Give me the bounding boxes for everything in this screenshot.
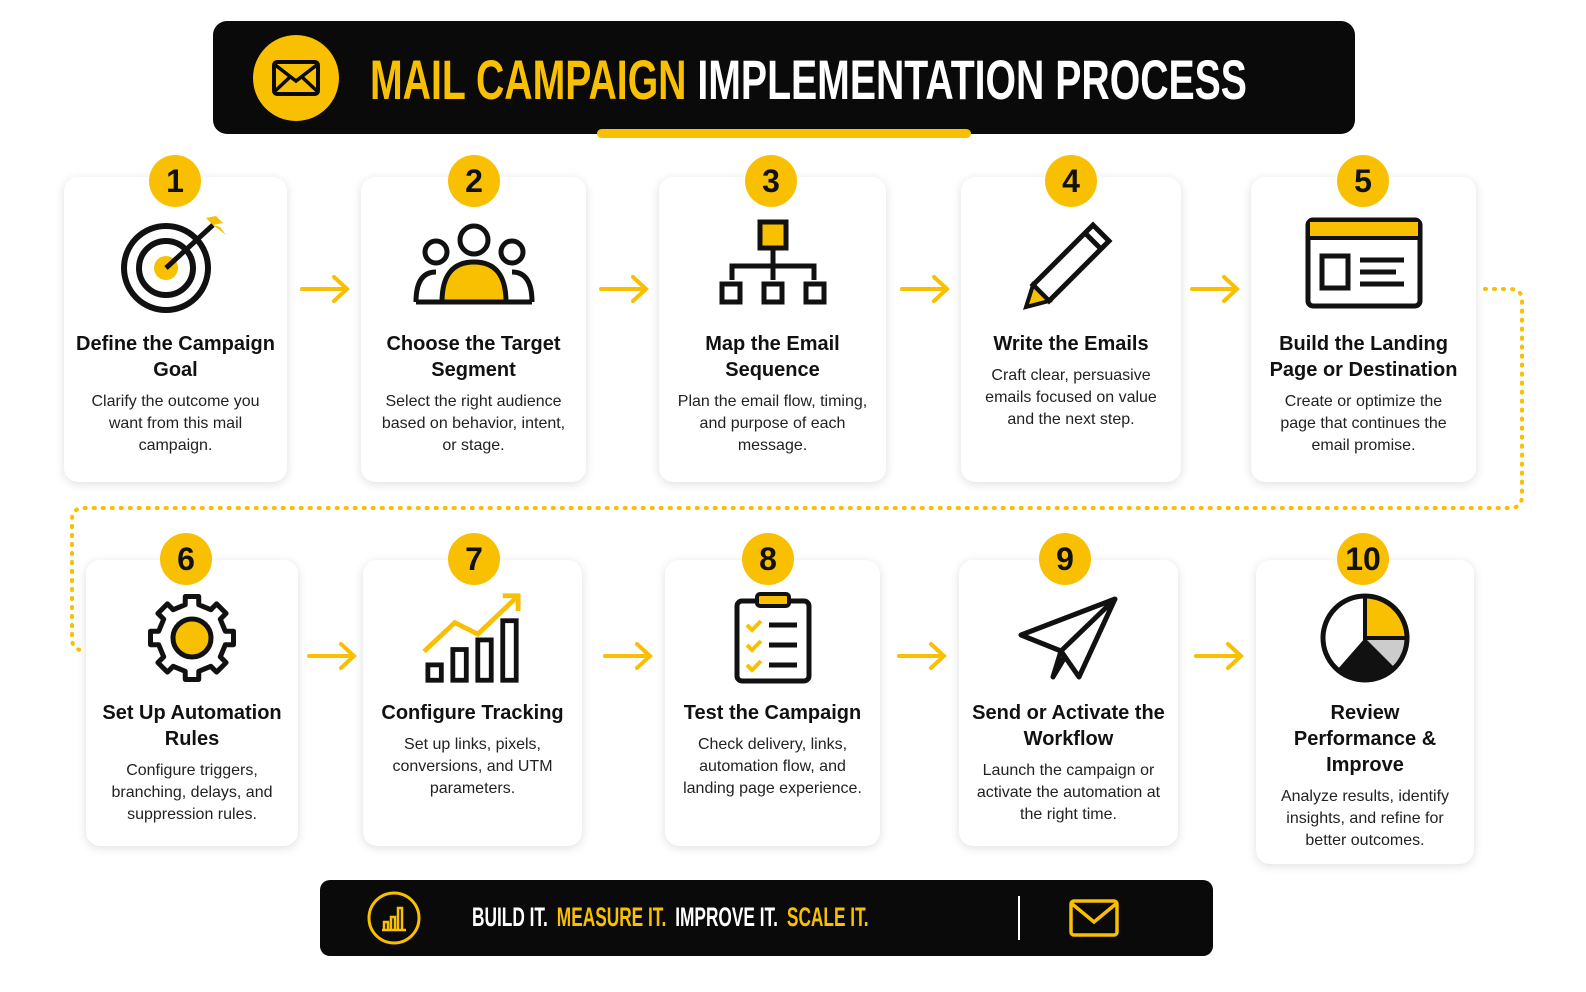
pencil-icon (961, 213, 1181, 313)
arrow-right-icon (1194, 642, 1244, 670)
step-title: Test the Campaign (683, 702, 862, 724)
arrow-right-icon (900, 275, 950, 303)
arrow-right-icon (307, 642, 357, 670)
step-number-badge: 3 (745, 155, 797, 207)
step-title: Send or Activate the Workflow (972, 702, 1165, 750)
step-description: Analyze results, identify insights, and … (1280, 788, 1450, 849)
step-description: Launch the campaign or activate the auto… (976, 762, 1161, 823)
step-number-badge: 10 (1337, 533, 1389, 585)
title-underline (597, 129, 971, 138)
step-description: Select the right audience based on behav… (381, 393, 566, 454)
growth-chart-icon (363, 590, 582, 686)
divider (1018, 896, 1020, 940)
page-title: MAIL CAMPAIGN IMPLEMENTATION PROCESS (370, 47, 1247, 112)
step-title: Write the Emails (993, 333, 1149, 355)
pie-chart-icon (1256, 590, 1474, 686)
step-title: Review Performance & Improve (1293, 702, 1437, 776)
step-title: Define the Campaign Goal (76, 333, 275, 381)
step-number-badge: 5 (1337, 155, 1389, 207)
header-banner: MAIL CAMPAIGN IMPLEMENTATION PROCESS (213, 21, 1355, 134)
arrow-right-icon (603, 642, 653, 670)
paper-plane-icon (959, 590, 1178, 686)
bar-chart-icon (367, 891, 421, 945)
step-number-badge: 6 (160, 533, 212, 585)
step-description: Set up links, pixels, conversions, and U… (392, 736, 553, 797)
slogan-build: BUILD IT. (472, 902, 548, 932)
step-description: Clarify the outcome you want from this m… (91, 393, 260, 454)
step-title: Configure Tracking (381, 702, 564, 724)
step-number-badge: 2 (448, 155, 500, 207)
step-title: Choose the Target Segment (386, 333, 561, 381)
step-title: Set Up Automation Rules (102, 702, 282, 750)
arrow-right-icon (1190, 275, 1240, 303)
flowchart-icon (659, 213, 886, 313)
footer-slogan: BUILD IT. MEASURE IT. IMPROVE IT. SCALE IT. (472, 902, 877, 933)
target-icon (64, 213, 287, 313)
step-number-badge: 4 (1045, 155, 1097, 207)
title-highlight: MAIL CAMPAIGN (370, 48, 687, 111)
step-description: Create or optimize the page that continu… (1280, 393, 1447, 454)
checklist-icon (665, 590, 880, 686)
slogan-improve: IMPROVE IT. (675, 902, 778, 932)
slogan-measure: MEASURE IT. (556, 902, 667, 932)
step-description: Check delivery, links, automation flow, … (683, 736, 862, 797)
step-number-badge: 9 (1039, 533, 1091, 585)
arrow-right-icon (897, 642, 947, 670)
step-number-badge: 8 (742, 533, 794, 585)
step-title: Map the Email Sequence (705, 333, 840, 381)
title-rest: IMPLEMENTATION PROCESS (697, 48, 1247, 111)
step-description: Plan the email flow, timing, and purpose… (677, 393, 868, 454)
arrow-right-icon (300, 275, 350, 303)
step-description: Configure triggers, branching, delays, a… (111, 762, 273, 823)
step-number-badge: 7 (448, 533, 500, 585)
envelope-icon (1069, 899, 1119, 937)
step-description: Craft clear, persuasive emails focused o… (985, 367, 1157, 428)
step-title: Build the Landing Page or Destination (1269, 333, 1458, 381)
footer-banner: BUILD IT. MEASURE IT. IMPROVE IT. SCALE IT. (320, 880, 1213, 956)
browser-icon (1251, 213, 1476, 313)
slogan-scale: SCALE IT. (786, 902, 869, 932)
envelope-icon (253, 35, 339, 121)
arrow-right-icon (599, 275, 649, 303)
gear-icon (86, 590, 298, 686)
audience-icon (361, 213, 586, 313)
step-number-badge: 1 (149, 155, 201, 207)
